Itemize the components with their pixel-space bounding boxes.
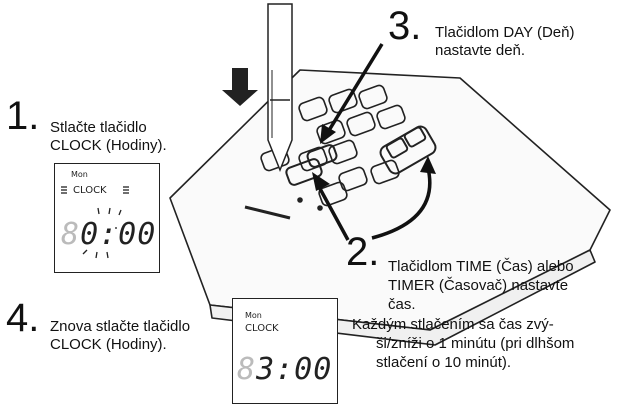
- step-3-number: 3.: [388, 4, 422, 48]
- step-4-line-2: CLOCK (Hodiny).: [50, 336, 167, 353]
- step-4-line-1: Znova stlačte tlačidlo: [50, 318, 191, 335]
- lcd-2-day: Mon: [245, 311, 262, 320]
- step-2-extra-line-3: stlačení o 10 minút).: [376, 354, 512, 371]
- step-2-extra-line-1: Každým stlačením sa čas zvý-: [352, 316, 554, 333]
- step-2-extra-line-2: ši/zníži o 1 minútu (pri dlhšom: [376, 335, 575, 352]
- lcd-display-1: Mon CLOCK 80:00: [54, 163, 160, 273]
- lcd-1-time-value: 0:00: [80, 217, 157, 252]
- step-3-line-1: Tlačidlom DAY (Deň): [435, 24, 575, 41]
- lcd-1-time: 80:00: [61, 220, 156, 250]
- clock-day-buttons: [285, 144, 338, 186]
- lcd-2-time-value: 3:00: [256, 352, 333, 387]
- blink-marks-icon: [61, 186, 129, 259]
- lcd-1-day: Mon: [71, 170, 88, 179]
- pointer-arrow-3: [320, 43, 384, 144]
- pointer-arrow-2: [312, 172, 350, 241]
- step-1-line-1: Stlačte tlačidlo: [50, 119, 147, 136]
- pen-icon: [267, 3, 293, 173]
- lcd-2-time: 83:00: [237, 355, 332, 385]
- down-arrow-icon: [222, 68, 258, 106]
- curved-arrow-icon: [371, 156, 436, 240]
- step-1-number: 1.: [6, 94, 40, 138]
- step-2-number: 2.: [346, 230, 380, 274]
- step-1-line-2: CLOCK (Hodiny).: [50, 137, 167, 154]
- step-4-number: 4.: [6, 296, 40, 340]
- step-2-line-2: TIMER (Časovač) nastavte: [388, 277, 569, 294]
- step-3-line-2: nastavte deň.: [435, 42, 526, 59]
- time-buttons: [379, 125, 437, 175]
- lcd-2-ghost-digit: 8: [237, 352, 257, 387]
- lcd-display-2: Mon CLOCK 83:00: [232, 298, 338, 404]
- step-2-line-3: čas.: [388, 296, 416, 313]
- step-2-line-1: Tlačidlom TIME (Čas) alebo: [388, 258, 574, 275]
- lcd-1-mode: CLOCK: [73, 185, 107, 196]
- lcd-1-ghost-digit: 8: [61, 217, 81, 252]
- lcd-2-mode: CLOCK: [245, 323, 279, 334]
